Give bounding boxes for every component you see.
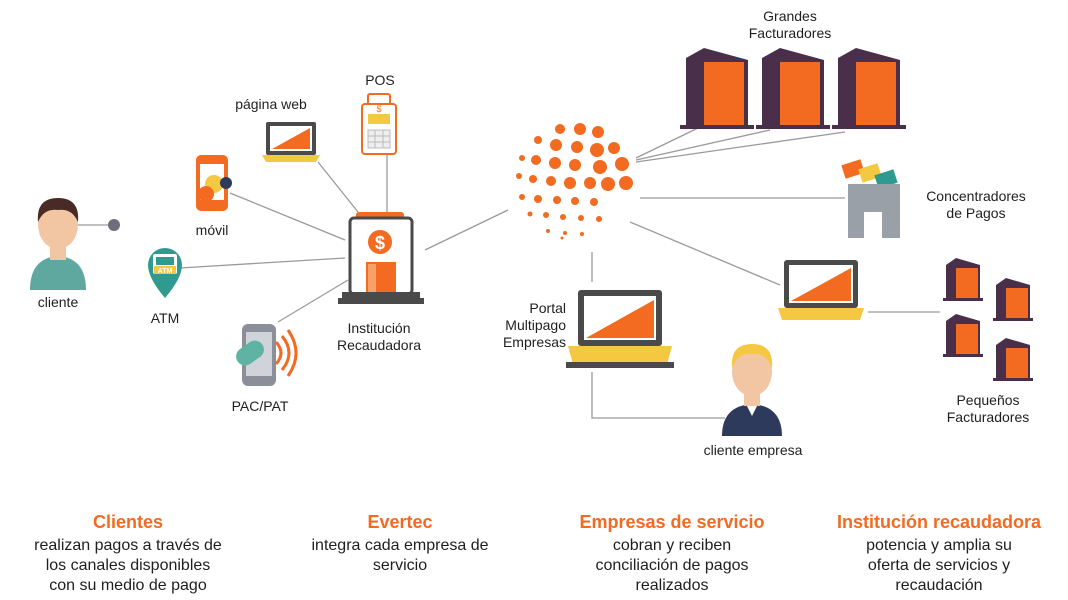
atm-icon: ATM xyxy=(148,248,182,298)
footer-institucion: Institución recaudadora potencia y ampli… xyxy=(814,512,1064,596)
concentrador-laptop-icon xyxy=(778,260,864,320)
footer-evertec: Evertec integra cada empresa de servicio xyxy=(272,512,528,576)
small-building-icon xyxy=(943,258,983,301)
cliente-person-icon xyxy=(30,198,120,290)
cliente-empresa-person-icon xyxy=(722,344,782,436)
footer-empresas: Empresas de servicio cobran y reciben co… xyxy=(548,512,796,596)
institucion-recaudadora-icon: $ xyxy=(338,212,424,304)
pos-dollar-symbol: $ xyxy=(376,104,381,114)
label-movil: móvil xyxy=(195,222,229,238)
atm-screen-label: ATM xyxy=(158,268,173,275)
footer-clientes-title: Clientes xyxy=(92,512,164,532)
pac-pat-icon xyxy=(236,324,298,386)
label-pac-pat: PAC/PAT xyxy=(231,398,289,414)
institucion-dollar-symbol: $ xyxy=(375,233,385,253)
footer-evertec-text: integra cada empresa de servicio xyxy=(311,537,489,574)
footer-clientes-text: realizan pagos a través de los canales d… xyxy=(34,537,222,594)
footer-evertec-title: Evertec xyxy=(367,512,433,532)
small-building-icon xyxy=(993,278,1033,321)
footer-institucion-title: Institución recaudadora xyxy=(836,512,1042,532)
footer-institucion-text: potencia y amplia su oferta de servicios… xyxy=(866,537,1012,594)
label-atm: ATM xyxy=(150,310,180,326)
pequenos-facturadores-buildings xyxy=(943,258,1033,381)
building-icon xyxy=(680,48,754,129)
small-building-icon xyxy=(943,314,983,357)
label-pequenos-facturadores: Pequeños Facturadores xyxy=(946,392,1030,425)
footer-clientes: Clientes realizan pagos a través de los … xyxy=(0,512,256,596)
footer-empresas-title: Empresas de servicio xyxy=(579,512,765,532)
small-building-icon xyxy=(993,338,1033,381)
label-cliente-empresa: cliente empresa xyxy=(703,442,803,458)
label-institucion-recaudadora: Institución Recaudadora xyxy=(336,320,422,353)
concentradores-icon xyxy=(841,159,900,238)
evertec-dot-cluster xyxy=(516,123,633,240)
label-pagina-web: página web xyxy=(235,96,307,112)
label-cliente: cliente xyxy=(37,294,79,310)
web-laptop-icon xyxy=(262,122,320,162)
building-icon xyxy=(756,48,830,129)
footer-empresas-text: cobran y reciben conciliación de pagos r… xyxy=(595,537,749,594)
pos-terminal-icon: $ xyxy=(361,93,397,155)
label-portal-multipago: Portal Multipago Empresas xyxy=(502,300,566,350)
mobile-phone-icon xyxy=(196,155,232,211)
label-pos: POS xyxy=(365,72,395,88)
portal-multipago-laptop-icon xyxy=(566,290,674,368)
grandes-facturadores-buildings xyxy=(680,48,906,129)
label-grandes-facturadores: Grandes Facturadores xyxy=(748,8,832,41)
label-concentradores-pagos: Concentradores de Pagos xyxy=(926,188,1026,221)
building-icon xyxy=(832,48,906,129)
connection-lines xyxy=(78,127,940,419)
